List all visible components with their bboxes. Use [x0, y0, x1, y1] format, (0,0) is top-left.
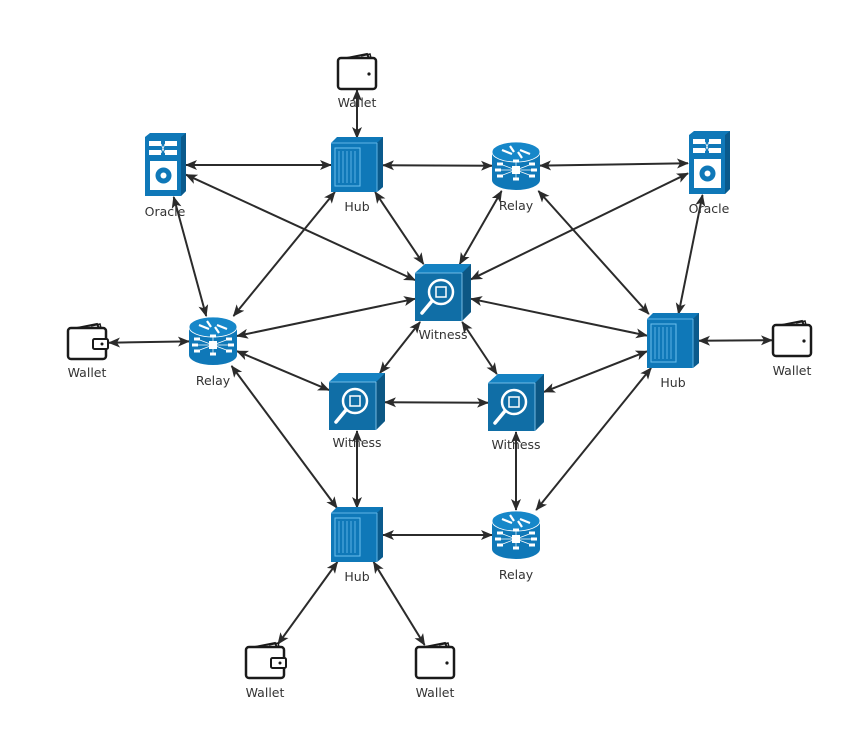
edge-relay-left-to-witness-center	[236, 296, 416, 339]
node-label: Oracle	[145, 204, 186, 219]
witness-icon	[488, 374, 544, 431]
edge-hub-top-to-relay-left	[232, 191, 336, 317]
node-relay-bottom[interactable]: Relay	[491, 510, 541, 582]
node-label: Witness	[418, 327, 467, 342]
edge-hub-right-to-witness-right	[543, 350, 648, 393]
edge-relay-top-to-oracle-right	[539, 158, 689, 171]
edge-witness-center-to-witness-left	[379, 321, 421, 374]
node-hub-top[interactable]: Hub	[331, 137, 383, 214]
node-hub-right[interactable]: Hub	[647, 313, 699, 390]
node-wallet-left[interactable]: Wallet	[66, 322, 109, 380]
node-oracle-right[interactable]: Oracle	[689, 131, 730, 216]
edge-wallet-left-to-relay-left	[108, 336, 190, 348]
node-relay-left[interactable]: Relay	[188, 316, 238, 388]
edge-hub-top-to-relay-top	[382, 160, 493, 171]
relay-icon	[491, 510, 541, 559]
edge-hub-bottom-to-wallet-bottom-left	[277, 561, 339, 645]
node-witness-right[interactable]: Witness	[488, 374, 544, 452]
oracle-icon	[145, 133, 186, 196]
edge-hub-bottom-to-wallet-bottom-right	[372, 561, 426, 646]
edge-oracle-left-to-witness-center	[185, 173, 416, 282]
wallet-icon	[771, 319, 813, 358]
node-witness-left[interactable]: Witness	[329, 373, 385, 450]
node-hub-bottom[interactable]: Hub	[331, 507, 383, 584]
node-wallet-bottom-right[interactable]: Wallet	[414, 641, 456, 700]
node-label: Witness	[491, 437, 540, 452]
edge-hub-right-to-relay-bottom	[535, 367, 652, 511]
node-label: Witness	[332, 435, 381, 450]
node-relay-top[interactable]: Relay	[491, 141, 541, 213]
node-label: Relay	[196, 373, 231, 388]
node-wallet-top[interactable]: Wallet	[336, 52, 378, 110]
oracle-icon	[689, 131, 730, 194]
edge-relay-left-to-witness-left	[236, 350, 330, 392]
hub-icon	[331, 137, 383, 192]
node-label: Wallet	[338, 95, 377, 110]
edge-relay-top-to-hub-right	[537, 190, 650, 315]
edge-witness-left-to-witness-right	[384, 397, 489, 408]
relay-icon	[188, 316, 238, 365]
witness-icon	[415, 264, 471, 321]
edges-layer	[108, 89, 773, 646]
node-oracle-left[interactable]: Oracle	[145, 133, 186, 219]
edge-hub-right-to-wallet-right	[698, 335, 773, 346]
node-label: Wallet	[246, 685, 285, 700]
edge-relay-left-to-hub-bottom	[230, 365, 338, 509]
node-label: Wallet	[416, 685, 455, 700]
node-label: Hub	[660, 375, 685, 390]
node-wallet-right[interactable]: Wallet	[771, 319, 813, 378]
wallet-icon	[414, 641, 456, 680]
node-witness-center[interactable]: Witness	[415, 264, 471, 342]
node-label: Wallet	[68, 365, 107, 380]
node-label: Hub	[344, 199, 369, 214]
node-label: Relay	[499, 198, 534, 213]
edge-oracle-right-to-hub-right	[675, 194, 706, 315]
edge-relay-top-to-witness-center	[458, 190, 503, 265]
edge-hub-top-to-witness-center	[374, 191, 425, 265]
node-label: Hub	[344, 569, 369, 584]
node-label: Relay	[499, 567, 534, 582]
edge-oracle-right-to-witness-center	[470, 172, 689, 281]
wallet-icon	[336, 52, 378, 91]
witness-icon	[329, 373, 385, 430]
node-label: Wallet	[773, 363, 812, 378]
wallet-icon	[244, 641, 287, 680]
relay-icon	[491, 141, 541, 190]
hub-icon	[647, 313, 699, 368]
hub-icon	[331, 507, 383, 562]
node-wallet-bottom-left[interactable]: Wallet	[244, 641, 287, 700]
edge-witness-center-to-hub-right	[470, 296, 648, 339]
edge-witness-center-to-witness-right	[461, 321, 498, 375]
edge-oracle-left-to-relay-left	[171, 196, 209, 317]
node-label: Oracle	[689, 201, 730, 216]
wallet-icon	[66, 322, 109, 361]
